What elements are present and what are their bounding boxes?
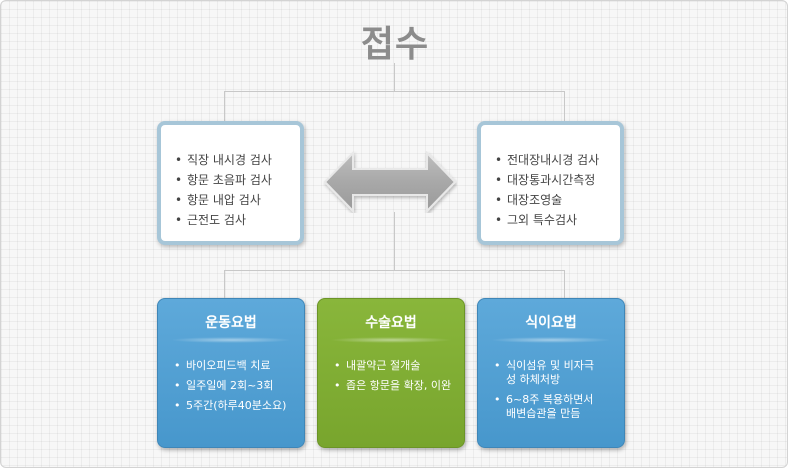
list-item: •직장 내시경 검사 [175,150,272,170]
connector-top-stem [394,63,395,91]
bullet-icon: • [175,213,183,227]
card-title: 식이요법 [525,315,577,331]
card-list: •식이섬유 및 비자극성 하체처방 •6~8주 복용하면서 배변습관을 만듬 [494,359,602,427]
bullet-icon: • [175,193,183,207]
connector-bottom-stem [394,212,395,270]
card-diet-therapy: 식이요법 •식이섬유 및 비자극성 하체처방 •6~8주 복용하면서 배변습관을… [477,298,625,448]
connector-bottom-bar [224,270,565,271]
card-surgical-therapy: 수술요법 •내괄약근 절개술 •좁은 항문을 확장, 이완 [317,298,465,448]
connector-top-bar [224,91,565,92]
list-item: •그외 특수검사 [495,210,599,230]
card-exercise-therapy: 운동요법 •바이오피드백 치료 •일주일에 2회~3회 •5주간(하루40분소요… [157,298,305,448]
card-divider [330,337,452,343]
list-item: •5주간(하루40분소요) [174,399,287,412]
list-item: •6~8주 복용하면서 배변습관을 만듬 [494,393,594,420]
bullet-icon: • [495,173,503,187]
right-exam-box: •전대장내시경 검사 •대장통과시간측정 •대장조영술 •그외 특수검사 [477,121,624,245]
list-item: •항문 초음파 검사 [175,170,272,190]
list-item: •바이오피드백 치료 [174,359,271,372]
list-item: •대장조영술 [495,190,599,210]
card-list: •내괄약근 절개술 •좁은 항문을 확장, 이완 [334,359,456,399]
connector-top-right-drop [564,91,565,121]
card-list: •바이오피드백 치료 •일주일에 2회~3회 •5주간(하루40분소요) [174,359,296,419]
bullet-icon: • [495,213,503,227]
list-item: •일주일에 2회~3회 [174,379,274,392]
list-item: •항문 내압 검사 [175,190,272,210]
double-arrow-icon [323,151,457,213]
bullet-icon: • [175,153,183,167]
right-exam-list: •전대장내시경 검사 •대장통과시간측정 •대장조영술 •그외 특수검사 [495,150,599,230]
bullet-icon: • [495,193,503,207]
bullet-icon: • [494,393,501,406]
left-exam-list: •직장 내시경 검사 •항문 초음파 검사 •항문 내압 검사 •근전도 검사 [175,150,272,230]
bullet-icon: • [334,359,341,372]
list-item: •좁은 항문을 확장, 이완 [334,379,452,392]
card-divider [170,337,292,343]
bullet-icon: • [175,173,183,187]
bullet-icon: • [495,153,503,167]
bullet-icon: • [334,379,341,392]
list-item: •전대장내시경 검사 [495,150,599,170]
bullet-icon: • [174,379,181,392]
card-title: 운동요법 [205,315,257,331]
card-title: 수술요법 [365,315,417,331]
left-exam-box: •직장 내시경 검사 •항문 초음파 검사 •항문 내압 검사 •근전도 검사 [157,121,304,245]
bullet-icon: • [494,359,501,372]
connector-bottom-right-drop [564,270,565,298]
bullet-icon: • [174,359,181,372]
diagram-title: 접수 [360,24,430,65]
list-item: •내괄약근 절개술 [334,359,421,372]
bullet-icon: • [174,399,181,412]
list-item: •식이섬유 및 비자극성 하체처방 [494,359,594,386]
list-item: •대장통과시간측정 [495,170,599,190]
list-item: •근전도 검사 [175,210,272,230]
connector-top-left-drop [224,91,225,121]
connector-bottom-left-drop [224,270,225,298]
card-divider [490,337,612,343]
